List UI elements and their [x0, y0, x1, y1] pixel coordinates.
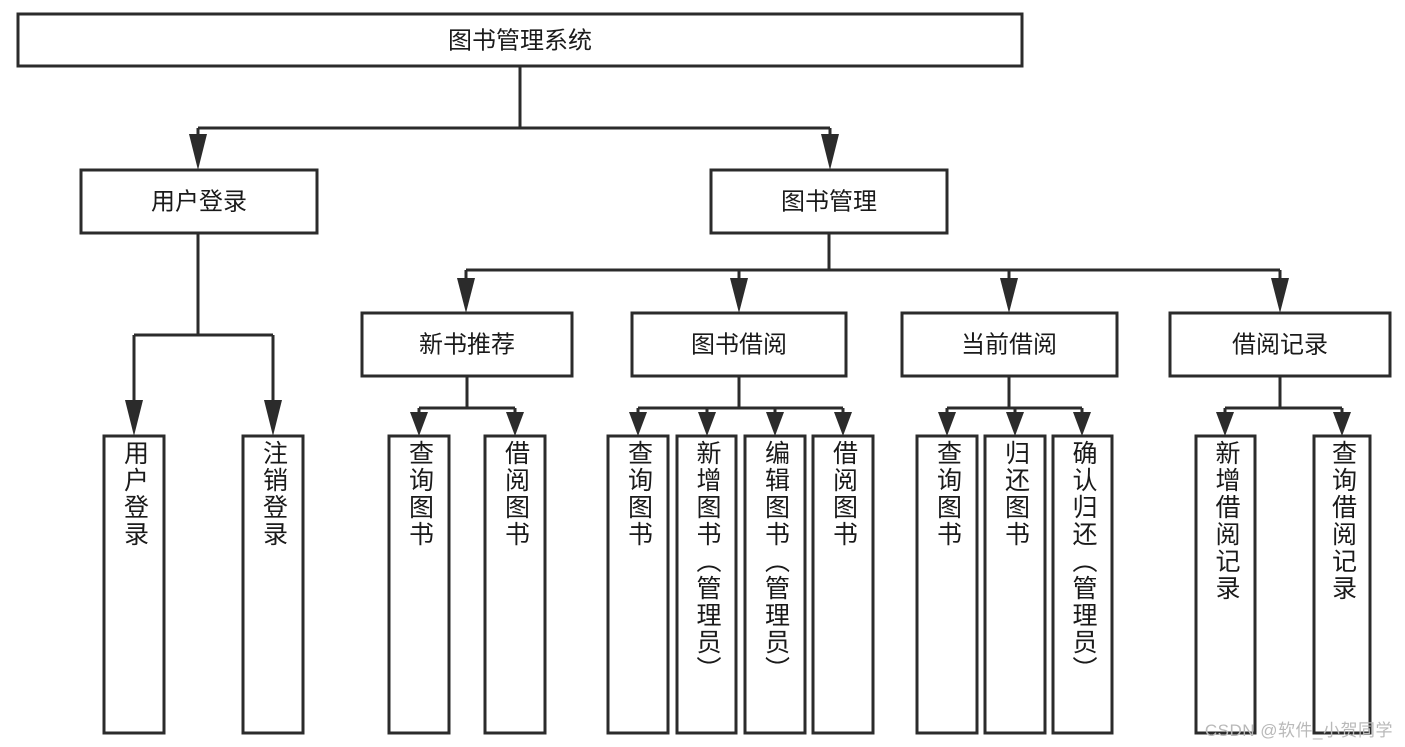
node-leaf-br-add-record[interactable]	[1194, 434, 1257, 735]
node-user-login-label: 用户登录	[151, 188, 247, 215]
arrow-head-cb-query-book	[938, 412, 956, 436]
arrow-head-bb-query-book	[629, 412, 647, 436]
node-book-borrow[interactable]	[630, 311, 848, 378]
arrow-head-bb-edit-book	[766, 412, 784, 436]
connector-layer	[125, 66, 1351, 436]
node-book-manage-label: 图书管理	[781, 188, 877, 215]
arrow-head-current-borrow	[1000, 278, 1018, 313]
node-leaf-user-logout[interactable]	[241, 434, 305, 735]
node-leaf-user-login[interactable]	[102, 434, 166, 735]
arrow-head-bb-borrow-book	[834, 412, 852, 436]
node-root-label: 图书管理系统	[448, 27, 592, 54]
node-leaf-br-query-record[interactable]	[1312, 434, 1372, 735]
node-layer: 图书管理系统 用户登录 图书管理 新书推荐 图书借阅 当前借阅 借阅记录	[16, 12, 1392, 735]
node-borrow-record[interactable]	[1168, 311, 1392, 378]
arrow-head-br-add-record	[1216, 412, 1234, 436]
node-book-manage[interactable]	[709, 168, 949, 235]
arrow-head-book-borrow	[730, 278, 748, 313]
arrow-head-nb-query-book	[410, 412, 428, 436]
node-leaf-nb-query-book[interactable]	[387, 434, 451, 735]
node-new-book-recommend[interactable]	[360, 311, 574, 378]
watermark-text: CSDN @软件_小贺同学	[1204, 721, 1393, 740]
arrow-head-user-login	[189, 134, 207, 170]
node-leaf-nb-borrow-book[interactable]	[483, 434, 547, 735]
arrow-head-new-book-recommend	[457, 278, 475, 313]
node-leaf-cb-confirm-return[interactable]	[1051, 434, 1114, 735]
arrow-head-cb-return-book	[1006, 412, 1024, 436]
arrow-head-leaf-user-login	[125, 400, 143, 436]
node-leaf-bb-borrow-book[interactable]	[811, 434, 875, 735]
node-book-borrow-label: 图书借阅	[691, 331, 787, 358]
arrow-head-book-manage	[821, 134, 839, 170]
arrow-head-leaf-user-logout	[264, 400, 282, 436]
arrow-head-nb-borrow-book	[506, 412, 524, 436]
node-leaf-cb-return-book[interactable]	[983, 434, 1047, 735]
node-leaf-bb-edit-book[interactable]	[743, 434, 807, 735]
node-current-borrow-label: 当前借阅	[961, 331, 1057, 358]
node-leaf-cb-query-book[interactable]	[915, 434, 979, 735]
node-user-login[interactable]	[79, 168, 319, 235]
arrow-head-cb-confirm-return	[1073, 412, 1091, 436]
arrow-head-borrow-record	[1271, 278, 1289, 313]
node-current-borrow[interactable]	[900, 311, 1119, 378]
node-root[interactable]	[16, 12, 1024, 68]
node-leaf-bb-query-book[interactable]	[606, 434, 670, 735]
node-new-book-recommend-label: 新书推荐	[419, 331, 515, 358]
arrow-head-bb-add-book	[698, 412, 716, 436]
arrow-head-br-query-record	[1333, 412, 1351, 436]
node-leaf-bb-add-book[interactable]	[675, 434, 738, 735]
node-borrow-record-label: 借阅记录	[1232, 331, 1328, 358]
